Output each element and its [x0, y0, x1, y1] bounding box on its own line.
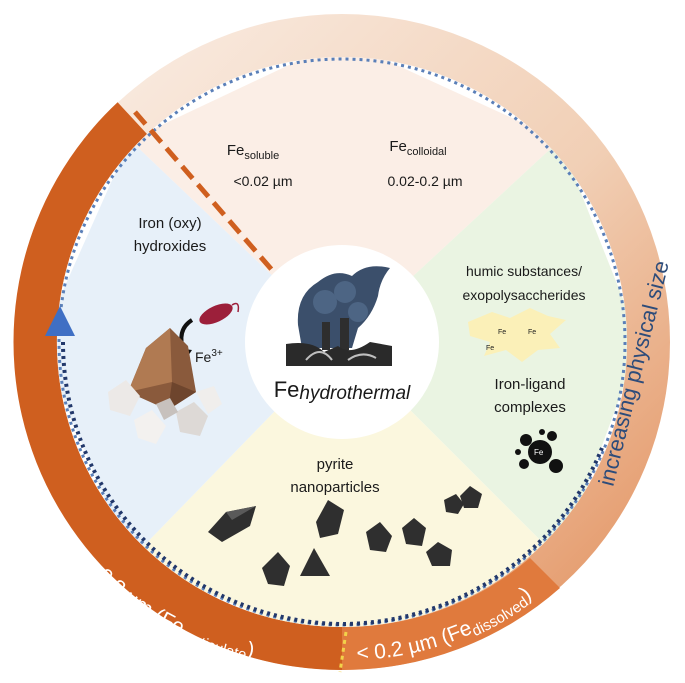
- bacterium-icon: [199, 302, 240, 325]
- ligand-line1: Iron-ligand: [495, 376, 566, 393]
- humic-fe-2: Fe: [528, 329, 536, 336]
- humic-line1: humic substances/: [466, 263, 582, 279]
- pyrite-line1: pyrite: [317, 456, 354, 473]
- pyrite-line2: nanoparticles: [290, 479, 379, 496]
- soluble-range: <0.02 µm: [233, 173, 292, 189]
- ligand-complex-icon: Fe: [515, 429, 563, 473]
- ligand-line2: complexes: [494, 399, 566, 416]
- colloidal-label: Fecolloidal: [389, 138, 446, 158]
- fe3-label: Fe3+: [195, 348, 223, 365]
- center-label: Fehydrothermal: [274, 377, 411, 404]
- iron-oxy-line1: Iron (oxy): [138, 215, 201, 232]
- hydrothermal-vent-icon: [286, 266, 392, 366]
- soluble-label: Fesoluble: [227, 142, 279, 162]
- humic-fe-3: Fe: [486, 345, 494, 352]
- dotted-boundary-light: [57, 57, 627, 627]
- arrow-up-icon: [45, 306, 75, 336]
- sector-bottom: [130, 342, 560, 627]
- humic-blob-icon: [468, 308, 566, 362]
- outer-ring-orange-lower: [342, 558, 560, 671]
- humic-line2: exopolysaccherides: [463, 287, 586, 303]
- ligand-fe: Fe: [534, 448, 544, 457]
- colloidal-range: 0.02-0.2 µm: [388, 173, 463, 189]
- mineral-rock-icon: [108, 328, 222, 444]
- pyrite-crystals-icon: [208, 486, 482, 586]
- size-cutoff-line: [133, 110, 274, 272]
- humic-fe-1: Fe: [498, 329, 506, 336]
- iron-oxy-line2: hydroxides: [134, 238, 207, 255]
- outer-ring-orange: [13, 102, 343, 671]
- sector-top: [130, 57, 560, 342]
- ring-divider: [338, 631, 348, 673]
